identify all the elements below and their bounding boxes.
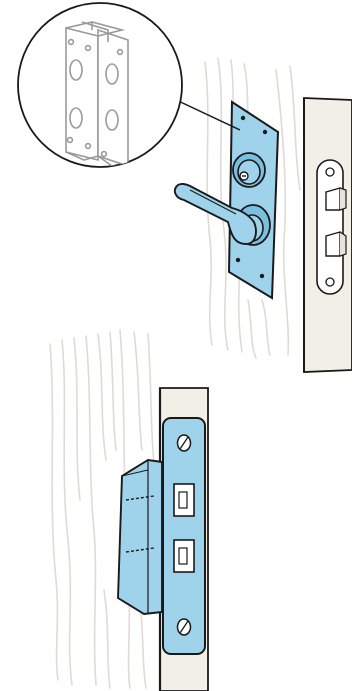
- key-cylinder: [232, 152, 266, 188]
- strike-lip: [117, 459, 163, 615]
- door-edge-faceplate: [316, 159, 344, 295]
- magnifier-leader-line: [171, 97, 241, 131]
- magnifier-inset: [17, 2, 183, 168]
- escutcheon-plate: [227, 100, 280, 300]
- top-panel: [17, 2, 352, 373]
- bottom-panel: [49, 329, 209, 691]
- magnified-reinforcer-plate: [65, 21, 129, 167]
- lever-handle: [173, 182, 271, 246]
- strike-plate: [162, 417, 206, 655]
- door-edge: [303, 97, 352, 373]
